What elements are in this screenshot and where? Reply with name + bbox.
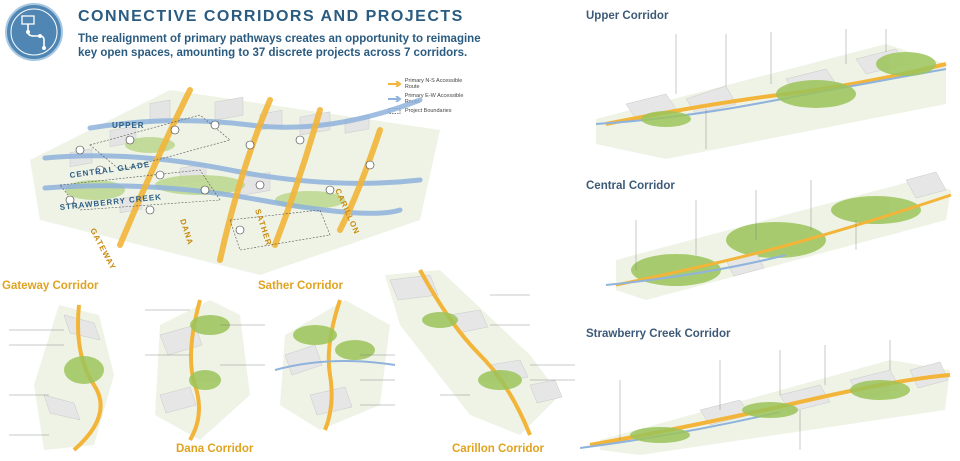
- page-subtitle: The realignment of primary pathways crea…: [78, 33, 481, 59]
- gateway-corridor-diagram: [9, 304, 114, 452]
- central-corridor-title: Central Corridor: [586, 180, 675, 192]
- sather-corridor-diagram: [274, 299, 396, 431]
- campus-overview-map: UPPER CENTRAL GLADE STRAWBERRY CREEK GAT…: [30, 87, 440, 275]
- ns-route-swatch-icon: [388, 81, 402, 87]
- ew-route-swatch-icon: [388, 96, 402, 102]
- legend-item: Primary N-S Accessible Route: [388, 78, 478, 90]
- carillon-corridor-title: Carillon Corridor: [452, 443, 545, 455]
- legend-label: Project Boundaries: [405, 108, 452, 114]
- gateway-corridor-title: Gateway Corridor: [2, 280, 99, 292]
- carillon-corridor-diagram: [385, 269, 575, 436]
- central-corridor-diagram: [605, 171, 952, 300]
- legend-label: Primary N-S Accessible Route: [404, 78, 463, 90]
- upper-corridor-title: Upper Corridor: [586, 10, 669, 22]
- map-label-upper: UPPER: [112, 121, 145, 130]
- strawberry-creek-corridor-title: Strawberry Creek Corridor: [586, 328, 731, 340]
- dana-corridor-diagram: [145, 299, 265, 442]
- corridor-logo-icon: [5, 3, 63, 61]
- page-title: CONNECTIVE CORRIDORS AND PROJECTS: [78, 8, 464, 25]
- dana-corridor-title: Dana Corridor: [176, 443, 254, 455]
- sather-corridor-title: Sather Corridor: [258, 280, 343, 292]
- strawberry-creek-corridor-diagram: [580, 340, 951, 455]
- upper-corridor-diagram: [595, 29, 947, 159]
